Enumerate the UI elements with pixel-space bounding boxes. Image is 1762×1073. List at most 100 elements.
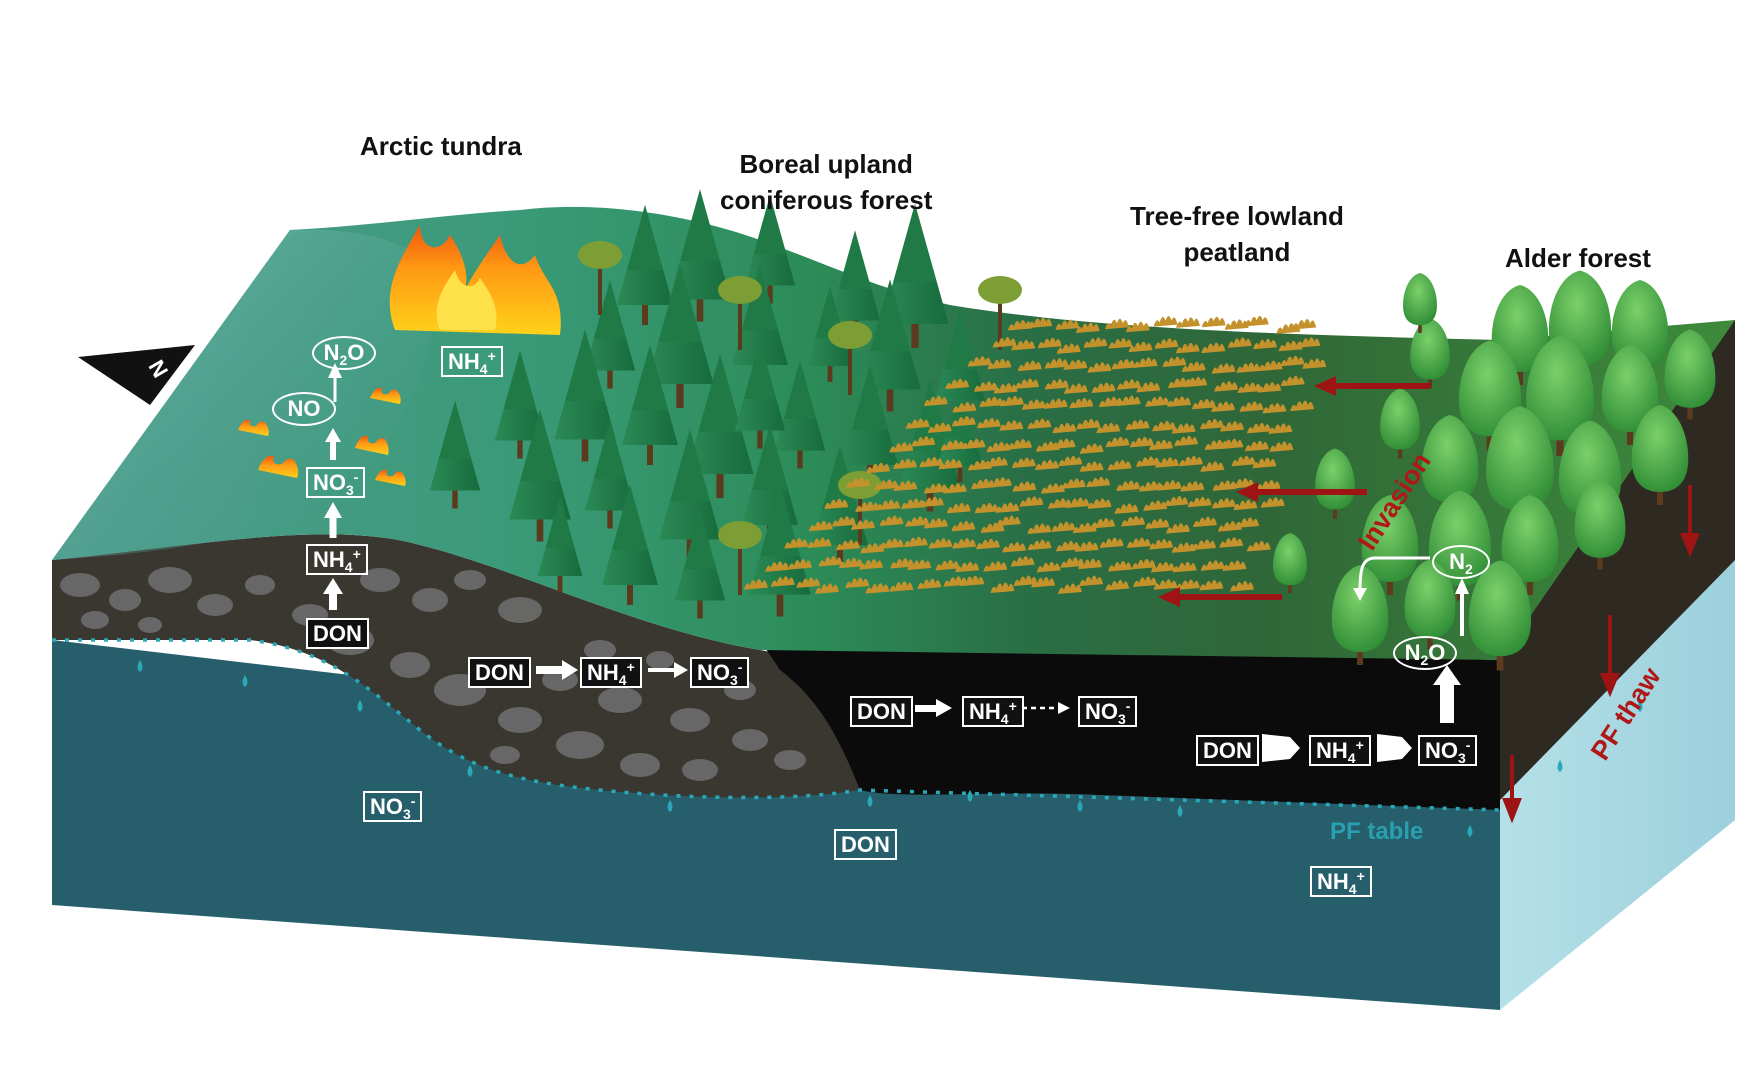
shrub-icon: [879, 515, 904, 527]
shrub-icon: [1167, 396, 1192, 407]
shrub-icon: [1231, 455, 1256, 467]
shrub-icon: [1219, 421, 1244, 432]
shrub-icon: [1129, 436, 1154, 448]
shrub-icon: [1108, 338, 1133, 349]
shrub-icon: [1138, 481, 1163, 492]
shrub-icon: [1149, 439, 1174, 451]
shrub-icon: [1060, 557, 1085, 568]
shrub-icon: [1157, 480, 1182, 491]
shrub-icon: [1044, 358, 1069, 369]
active-layer-rocky: [52, 534, 860, 798]
shrub-icon: [1027, 418, 1052, 430]
shrub-icon: [1150, 561, 1175, 573]
shrub-icon: [1260, 497, 1285, 508]
shrub-icon: [1149, 538, 1174, 550]
shrub-icon: [1292, 319, 1317, 330]
shrub-icon: [980, 522, 1005, 533]
shrub-icon: [808, 520, 833, 532]
shrub-icon: [1230, 478, 1255, 489]
shrub-icon: [1052, 422, 1077, 434]
shrub-icon: [946, 502, 971, 514]
tundra-surface-nh4: NH4+: [441, 346, 503, 377]
tundra-flux-arrows: [323, 363, 343, 610]
label-arctic-tundra: Arctic tundra: [360, 131, 522, 161]
shrub-icon: [1233, 499, 1258, 511]
shrub-icon: [851, 519, 876, 530]
conifer-tree-icon: [602, 485, 658, 605]
shrub-icon: [1175, 579, 1200, 590]
shrub-icon: [1219, 537, 1244, 548]
shrub-icon: [1021, 399, 1046, 410]
shrub-icon: [1200, 461, 1225, 472]
shrub-icon: [1079, 443, 1104, 454]
conifer-tree-icon: [774, 360, 826, 469]
shrub-icon: [1217, 521, 1242, 532]
label-pf-table: PF table: [1330, 818, 1424, 845]
shrub-icon: [1191, 398, 1216, 410]
shrub-icon: [879, 538, 904, 549]
shrub-icon: [961, 438, 986, 450]
alder-n2: N2: [1432, 545, 1490, 579]
peat-nh4-sup: +: [1008, 698, 1017, 714]
shrub-icon: [976, 417, 1001, 429]
alder-tree-icon: [1631, 405, 1689, 505]
alder-n2-sub: 2: [1465, 561, 1473, 577]
shrub-icon: [1192, 516, 1217, 528]
shrub-icon: [1055, 540, 1080, 552]
shrub-icon: [890, 558, 915, 569]
shrub-icon: [1116, 395, 1141, 407]
shrub-icon: [1180, 481, 1205, 492]
shrub-icon: [1069, 397, 1094, 409]
shrub-icon: [1253, 338, 1278, 350]
shrub-icon: [1055, 319, 1080, 331]
shrub-icon: [999, 395, 1024, 407]
shrub-icon: [940, 439, 965, 451]
shrub-icon: [1027, 523, 1052, 534]
pine-tree-icon: [718, 521, 762, 595]
conifer-tree-icon: [554, 329, 616, 462]
shrub-icon: [1258, 360, 1283, 372]
shrub-icon: [1012, 481, 1037, 492]
alder-tree-icon: [1664, 329, 1716, 420]
tundra-surface-nh4-sup: +: [487, 348, 496, 364]
shrub-icon: [1058, 455, 1083, 467]
shrub-icon: [876, 499, 901, 511]
shrub-icon: [1079, 461, 1104, 472]
shrub-icon: [911, 436, 936, 447]
permafrost-layer: [52, 640, 1500, 1010]
shrub-icon: [1114, 503, 1139, 514]
shrub-icon: [1237, 382, 1262, 393]
tundra-surface-nh4-sub: 4: [479, 361, 488, 377]
shrub-icon: [1079, 575, 1104, 587]
alder-tree-icon: [1468, 560, 1532, 671]
shrub-icon: [770, 576, 795, 587]
invasion-arrows: [1158, 376, 1430, 607]
shrub-icon: [1178, 455, 1203, 467]
permafrost-no3: NO3-: [363, 791, 423, 822]
shrub-icon: [1010, 556, 1035, 567]
shrub-icon: [1116, 379, 1141, 390]
conifer-tree-icon: [622, 345, 678, 465]
shrub-icon: [1175, 317, 1200, 328]
shrub-icon: [845, 577, 870, 588]
shrub-icon: [1192, 539, 1217, 550]
shrub-icon: [1096, 422, 1121, 434]
block-right-side-permafrost: [1500, 560, 1735, 1010]
shrub-icon: [865, 583, 890, 594]
shrub-icon: [905, 418, 930, 429]
shrub-icon: [1013, 575, 1038, 587]
conifer-tree-icon: [584, 420, 636, 529]
peat-no3: NO3-: [1078, 696, 1138, 727]
tundra-surface-highlight: [52, 229, 440, 560]
shrub-icon: [1108, 561, 1133, 572]
shrub-icon: [1035, 441, 1060, 452]
shrub-icon: [1201, 316, 1226, 328]
shrub-icon: [889, 581, 914, 592]
tundra-no3-base: NO: [313, 470, 346, 495]
shrub-icon: [815, 583, 840, 594]
shrub-icon: [1075, 322, 1100, 334]
permafrost-no3-base: NO: [370, 794, 403, 819]
tundra-no: NO: [272, 392, 336, 426]
shrub-icon: [1236, 362, 1261, 373]
shrub-icon: [1219, 438, 1244, 450]
